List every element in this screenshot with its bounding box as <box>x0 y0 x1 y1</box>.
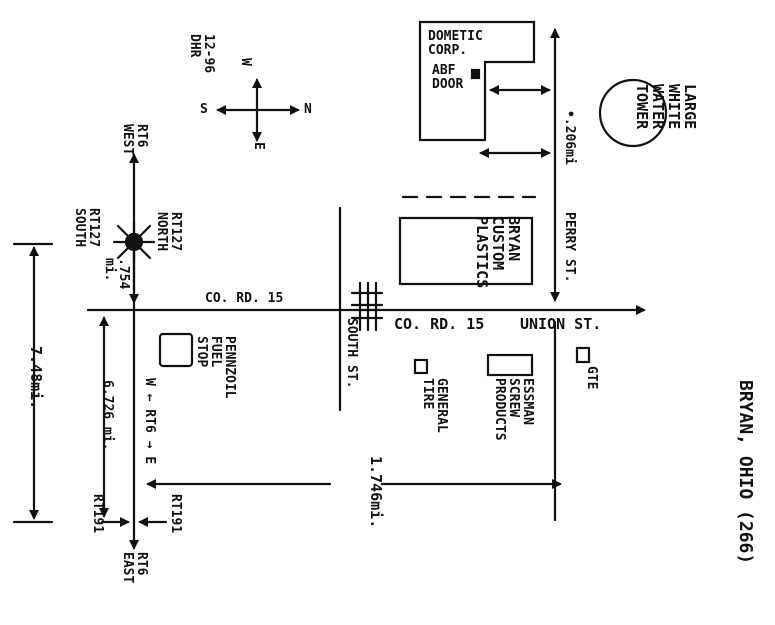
essman-building <box>486 353 534 377</box>
gte-building <box>575 346 591 364</box>
label-south-st: SOUTH ST. <box>344 318 359 389</box>
compass-s: S <box>200 102 208 117</box>
label-gte: GTE <box>584 366 599 390</box>
compass-n: N <box>304 102 312 117</box>
label-rt191-right: RT191 <box>168 494 183 534</box>
pennzoil-building <box>158 332 194 368</box>
label-rt6-west: RT6 WEST <box>120 124 149 156</box>
label-206mi: •.206mi <box>562 110 577 165</box>
label-6726mi: 6.726 mi. <box>100 380 115 451</box>
label-rt6-east: RT6 EAST <box>120 552 149 584</box>
label-co-rd-15-right: CO. RD. 15 <box>394 315 485 333</box>
label-1746mi: 1.746mi. <box>367 456 385 529</box>
label-pennzoil: PENNZOIL FUEL STOP <box>194 336 237 399</box>
bryan-plastics-building <box>398 216 534 286</box>
general-tire-building <box>413 358 429 375</box>
compass-e: E <box>251 142 266 150</box>
label-perry-st: PERRY ST. <box>562 212 577 283</box>
author-date: 12-96 DHR <box>187 34 216 74</box>
dometic-building <box>418 20 536 142</box>
label-water-tower: LARGE WHITE WATER TOWER <box>633 84 699 130</box>
label-co-rd-15-left: CO. RD. 15 <box>205 291 284 306</box>
label-748mi: 7.48mi. <box>27 346 45 410</box>
label-rt127-north: RT127 NORTH <box>154 212 183 252</box>
label-rt6-arrow: W ← RT6 → E <box>142 378 157 465</box>
label-rt191-left: RT191 <box>90 494 105 534</box>
abf-door-marker <box>470 68 481 80</box>
label-rt127-south: RT127 SOUTH <box>72 208 101 248</box>
label-bryan-plastics: BRYAN CUSTOM PLASTICS <box>473 216 523 289</box>
water-tower-circle <box>598 78 668 148</box>
label-754mi: .754 mi. <box>102 258 131 290</box>
label-dometic: DOMETIC CORP. <box>428 29 483 58</box>
label-union-st: UNION ST. <box>520 315 602 333</box>
label-essman: ESSMAN SCREW PRODUCTS <box>492 378 535 441</box>
label-abf-door: ABF DOOR <box>432 63 464 92</box>
compass-w: W <box>238 58 253 66</box>
map-title: BRYAN, OHIO (266) <box>735 380 756 565</box>
label-general-tire: GENERAL TIRE <box>420 378 449 433</box>
